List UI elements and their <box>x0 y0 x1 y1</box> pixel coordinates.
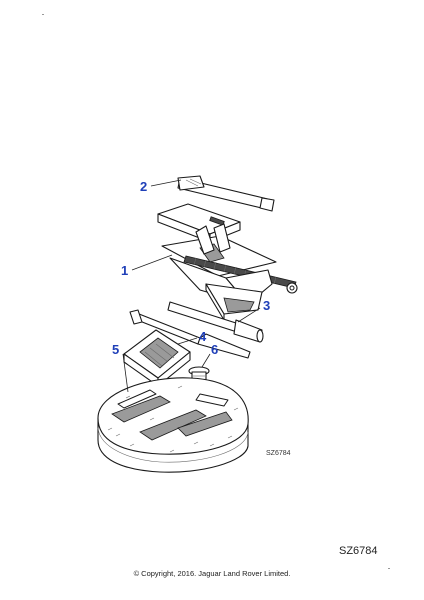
diagram-inner-code: SZ6784 <box>266 450 291 457</box>
wheel-brace <box>129 309 251 359</box>
reference-code: SZ6784 <box>339 545 378 557</box>
callout-5: 5 <box>112 342 119 357</box>
wheel-chock <box>123 329 191 387</box>
scissor-jack <box>157 203 298 321</box>
tool-tray <box>97 377 249 473</box>
callout-3: 3 <box>263 298 270 313</box>
wheel-brace-bar <box>167 301 264 343</box>
callout-6: 6 <box>211 342 218 357</box>
copyright-text: © Copyright, 2016. Jaguar Land Rover Lim… <box>133 569 291 578</box>
jack-handle <box>177 175 275 212</box>
corner-mark <box>42 14 44 15</box>
corner-mark <box>388 568 390 569</box>
callout-4: 4 <box>199 329 207 344</box>
callout-1: 1 <box>121 263 128 278</box>
callout-2: 2 <box>140 179 147 194</box>
